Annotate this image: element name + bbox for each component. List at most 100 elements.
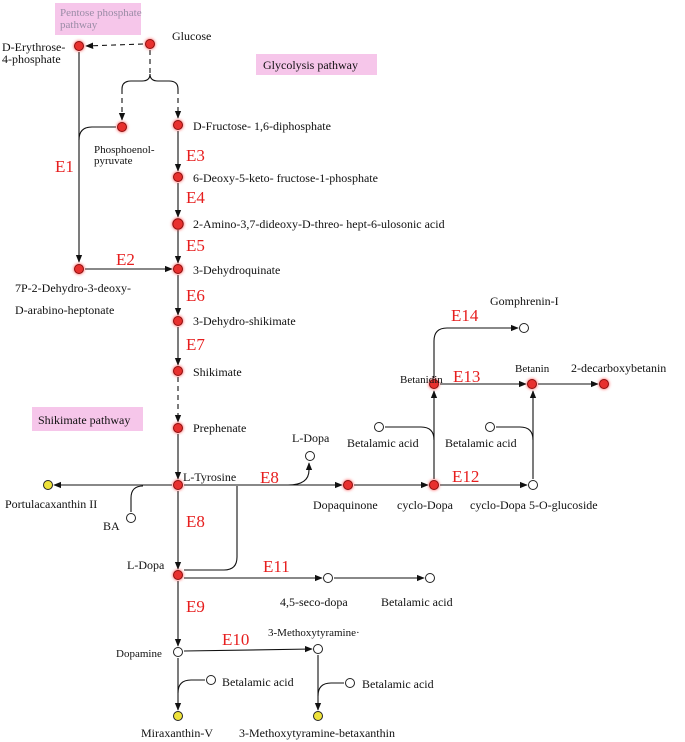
label-cyclo-dopa-glucoside: cyclo-Dopa 5-O-glucoside	[470, 498, 598, 512]
arrow-dopamine-to-methoxytyramine	[183, 645, 313, 653]
node-amino-dideoxy-ulosonic	[172, 218, 184, 230]
node-ba	[126, 513, 136, 523]
enzyme-e5: E5	[186, 236, 205, 255]
node-l-tyrosine	[173, 480, 183, 490]
arrow-to-l-dopa-upper	[287, 462, 313, 486]
line-betalamic-join-betanin	[496, 426, 534, 441]
label-pep-line2: pyruvate	[94, 155, 133, 167]
node-cyclo-dopa-glucoside	[528, 480, 538, 490]
line-ba-join	[130, 485, 144, 512]
node-betalamic-acid-4	[206, 675, 216, 685]
node-methoxytyramine	[313, 644, 323, 654]
glycolysis-pathway-box: Glycolysis pathway	[256, 54, 377, 75]
line-pep-to-e1	[78, 126, 116, 141]
label-fructose-diphosphate: D-Fructose- 1,6-diphosphate	[193, 119, 331, 133]
node-betalamic-acid-3	[425, 573, 435, 583]
node-deoxy-keto-fructose	[173, 172, 183, 182]
glycolysis-box-bg	[256, 54, 377, 75]
shikimate-pathway-label: Shikimate pathway	[38, 413, 130, 427]
reaction-arrows	[53, 42, 599, 711]
pentose-label-line1: Pentose phosphate	[60, 7, 142, 19]
label-l-tyrosine: L-Tyrosine	[183, 470, 236, 484]
node-methoxytyramine-betaxanthin	[313, 711, 323, 721]
label-heptonate-line2: D-arabino-heptonate	[15, 303, 114, 317]
label-prephenate: Prephenate	[193, 421, 246, 435]
label-dopaquinone: Dopaquinone	[313, 498, 378, 512]
label-dopamine: Dopamine	[116, 648, 162, 660]
label-shikimate: Shikimate	[193, 365, 242, 379]
label-betalamic-acid-4: Betalamic acid	[222, 675, 294, 689]
label-amino-dideoxy-ulosonic: 2-Amino-3,7-dideoxy-D-threo- hept-6-ulos…	[193, 217, 445, 231]
enzyme-e1: E1	[55, 157, 74, 176]
node-dopamine	[173, 647, 183, 657]
line-betalamic-join-betanidin	[385, 426, 435, 441]
enzyme-e13: E13	[453, 367, 480, 386]
label-miraxanthin: Miraxanthin-V	[141, 726, 213, 740]
enzyme-labels: E1 E2 E3 E4 E5 E6 E7 E8 E8 E9 E10 E11 E1…	[55, 146, 480, 649]
line-branch-right	[149, 73, 179, 90]
label-methoxytyramine-betaxanthin: 3-Methoxytyramine-betaxanthin	[239, 726, 395, 740]
label-decarboxybetanin: 2-decarboxybetanin	[571, 361, 666, 375]
enzyme-e4: E4	[186, 188, 205, 207]
glycolysis-label: Glycolysis pathway	[263, 58, 358, 72]
line-branch-left	[121, 73, 151, 90]
node-erythrose-4-phosphate	[74, 41, 84, 51]
node-fructose-diphosphate	[173, 120, 183, 130]
node-seco-dopa	[323, 573, 333, 583]
node-glucose	[145, 39, 155, 49]
enzyme-e8-down: E8	[186, 512, 205, 531]
label-cyclo-dopa: cyclo-Dopa	[397, 498, 454, 512]
shikimate-pathway-box: Shikimate pathway	[32, 407, 143, 431]
label-dehydroquinate: 3-Dehydroquinate	[193, 263, 280, 277]
pentose-box-bg	[55, 3, 141, 35]
node-phosphoenolpyruvate	[117, 122, 127, 132]
label-ba: BA	[103, 519, 120, 533]
label-betanidin: Betanidin	[400, 374, 443, 386]
node-portulacaxanthin	[43, 480, 53, 490]
enzyme-e12: E12	[452, 467, 479, 486]
line-betalamic-join-miraxanthin	[177, 679, 205, 694]
label-seco-dopa: 4,5-seco-dopa	[280, 595, 348, 609]
label-glucose: Glucose	[172, 29, 211, 43]
arrow-betanidin-to-gomphrenin	[433, 324, 519, 378]
enzyme-e6: E6	[186, 286, 205, 305]
label-heptonate-line1: 7P-2-Dehydro-3-deoxy-	[15, 281, 131, 295]
line-l-dopa-to-dopaquinone	[184, 486, 238, 571]
label-dehydroshikimate: 3-Dehydro-shikimate	[193, 314, 296, 328]
node-gomphrenin	[519, 323, 529, 333]
compound-nodes	[43, 39, 609, 721]
node-betanin	[527, 379, 537, 389]
compound-labels: Glucose D-Erythrose- 4-phosphate Phospho…	[2, 29, 666, 740]
label-methoxytyramine: 3-Methoxytyramine·	[268, 627, 360, 639]
enzyme-e11: E11	[263, 557, 290, 576]
pentose-phosphate-pathway-box: Pentose phosphate pathway	[55, 3, 142, 35]
node-prephenate	[173, 423, 183, 433]
label-betalamic-acid-3: Betalamic acid	[381, 595, 453, 609]
enzyme-e9: E9	[186, 597, 205, 616]
node-betanidin	[429, 379, 439, 389]
node-dopaquinone	[343, 480, 353, 490]
node-cyclo-dopa	[429, 480, 439, 490]
label-portulacaxanthin: Portulacaxanthin II	[5, 497, 97, 511]
node-betalamic-acid-1	[374, 422, 384, 432]
node-l-dopa	[173, 570, 183, 580]
label-l-dopa: L-Dopa	[127, 558, 165, 572]
shikimate-box-bg	[32, 407, 143, 431]
enzyme-e14: E14	[451, 306, 479, 325]
enzyme-e7: E7	[186, 335, 205, 354]
label-gomphrenin: Gomphrenin-I	[490, 294, 559, 308]
line-betalamic-join-mt-betaxanthin	[317, 682, 344, 697]
label-betanin: Betanin	[515, 363, 550, 375]
enzyme-e10: E10	[222, 630, 249, 649]
arrow-glucose-to-erythrose	[85, 42, 144, 49]
label-erythrose-line2: 4-phosphate	[2, 52, 61, 66]
label-erythrose-line1: D-Erythrose-	[2, 40, 65, 54]
enzyme-e8-right: E8	[260, 468, 279, 487]
label-deoxy-keto-fructose: 6-Deoxy-5-keto- fructose-1-phosphate	[193, 171, 378, 185]
label-betalamic-acid-1: Betalamic acid	[347, 436, 419, 450]
enzyme-e2: E2	[116, 250, 135, 269]
node-heptonate	[74, 264, 84, 274]
node-betalamic-acid-5	[345, 678, 355, 688]
label-pep-line1: Phosphoenol-	[94, 144, 155, 156]
